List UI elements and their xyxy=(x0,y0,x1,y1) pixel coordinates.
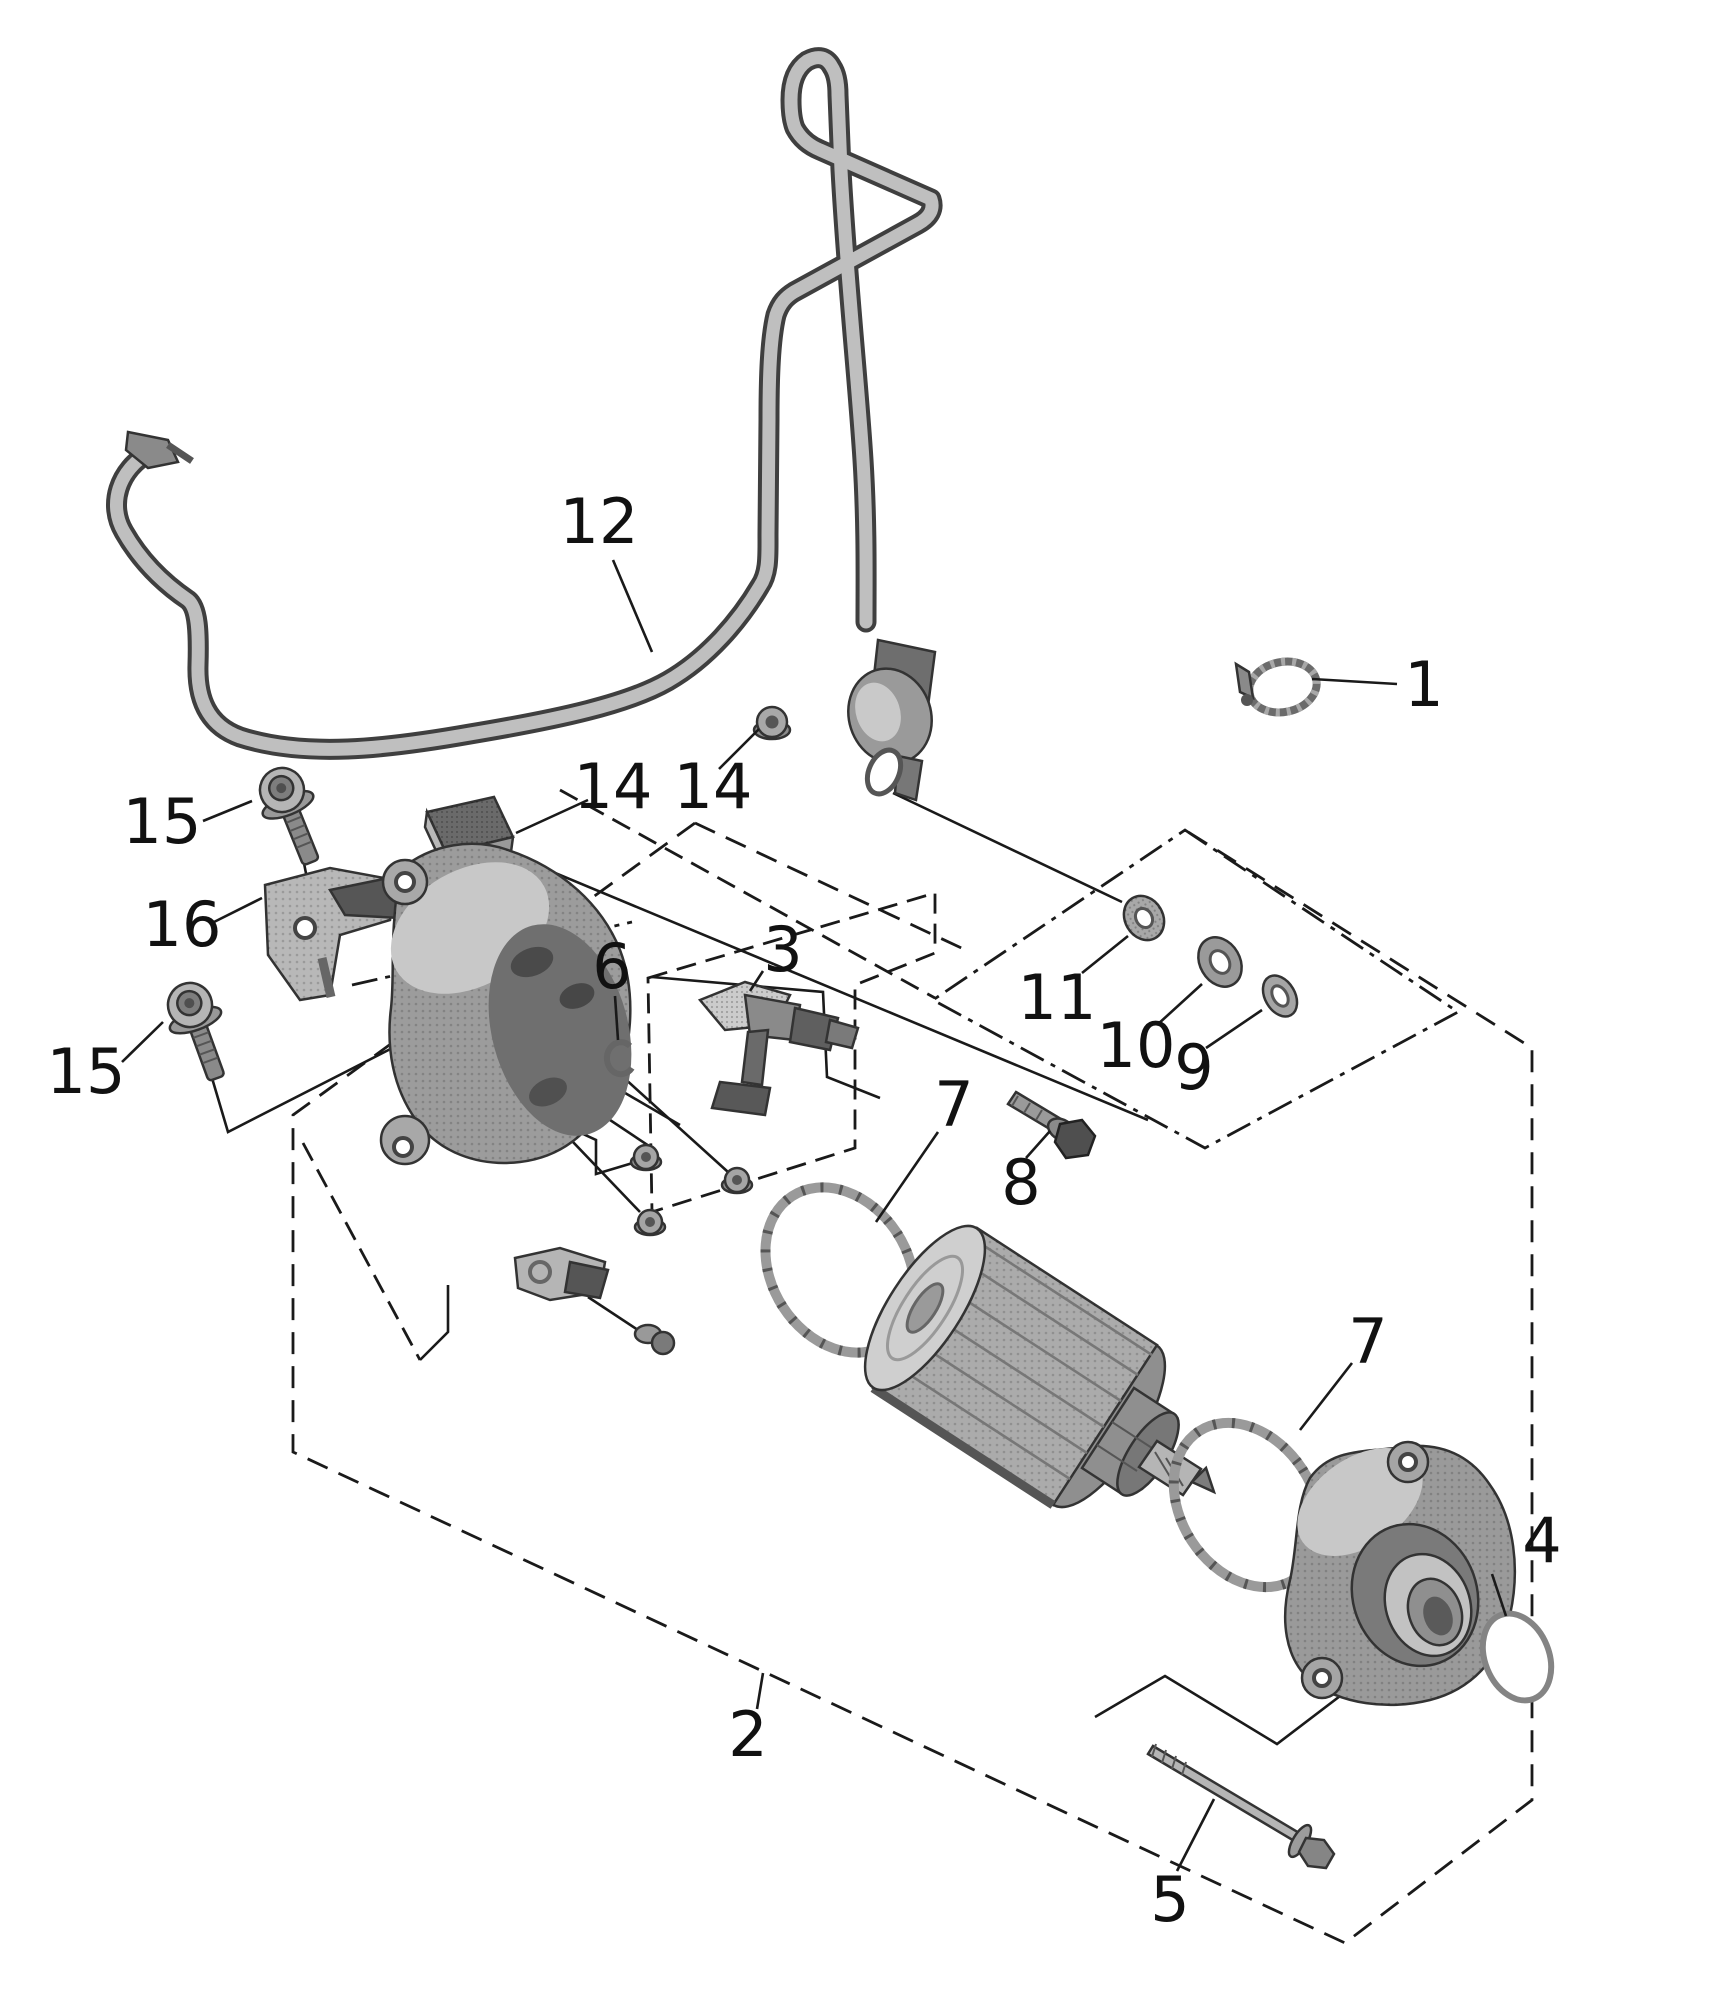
callout-14b: 14 xyxy=(674,728,760,823)
terminal-nut-11 xyxy=(1122,894,1166,942)
callout-4-number: 4 xyxy=(1522,1504,1561,1577)
callout-1: 1 xyxy=(1311,648,1444,721)
terminal-cover-pad xyxy=(423,795,515,873)
flange-bolt-lower xyxy=(166,981,225,1082)
callout-6: 6 xyxy=(592,930,632,1041)
rear-cover xyxy=(379,842,632,1166)
callout-14b-number: 14 xyxy=(674,750,753,823)
callout-2: 2 xyxy=(728,1672,768,1771)
callouts: 1 2 3 4 5 6 7 7 xyxy=(47,485,1562,1936)
callout-1-number: 1 xyxy=(1404,648,1443,721)
flange-bolt-upper xyxy=(258,766,320,866)
armature-shaft xyxy=(1137,1439,1217,1497)
callout-12-number: 12 xyxy=(560,485,639,558)
callout-2-number: 2 xyxy=(728,1698,767,1771)
callout-11-number: 11 xyxy=(1018,961,1097,1034)
callout-14a: 14 xyxy=(515,750,653,835)
callout-15a: 15 xyxy=(123,785,253,858)
callout-7b-number: 7 xyxy=(1348,1305,1387,1378)
callout-16-number: 16 xyxy=(143,888,222,961)
through-bolt xyxy=(1146,1743,1336,1870)
callout-15b-number: 15 xyxy=(47,1035,126,1108)
washer-10 xyxy=(1197,936,1243,988)
terminal-kit-boundary-box xyxy=(930,828,1461,1150)
brush-terminal-nuts xyxy=(629,1143,754,1237)
callout-10: 10 xyxy=(1097,983,1203,1082)
front-bracket xyxy=(1284,1440,1517,1707)
callout-3: 3 xyxy=(748,913,803,992)
callout-12: 12 xyxy=(560,485,654,653)
callout-15a-number: 15 xyxy=(123,785,202,858)
o-ring-small xyxy=(1479,1610,1555,1704)
cable-holder-bracket xyxy=(263,866,435,1002)
starter-cable xyxy=(106,47,943,802)
brush-spring-assembly xyxy=(513,1246,610,1302)
callout-15b: 15 xyxy=(47,1021,164,1108)
cable-end-nut xyxy=(752,705,792,741)
callout-14a-number: 14 xyxy=(574,750,653,823)
assembly-boundary-box-2 xyxy=(291,788,1534,1945)
washer-9 xyxy=(1261,974,1299,1018)
callout-3-number: 3 xyxy=(763,913,802,986)
armature xyxy=(863,1224,1217,1509)
callout-8: 8 xyxy=(1001,1130,1051,1219)
callout-16: 16 xyxy=(143,888,263,961)
callout-7a: 7 xyxy=(874,1068,974,1223)
brush-holder-bolt xyxy=(633,1323,676,1356)
callout-9-number: 9 xyxy=(1174,1031,1213,1104)
callout-9: 9 xyxy=(1174,1008,1263,1104)
callout-5-number: 5 xyxy=(1150,1863,1189,1936)
callout-11: 11 xyxy=(1018,934,1129,1034)
terminal-bolt xyxy=(1006,1090,1097,1160)
wire-clamp xyxy=(1234,657,1321,717)
callout-10-number: 10 xyxy=(1097,1009,1176,1082)
callout-5: 5 xyxy=(1150,1798,1216,1936)
retaining-clip xyxy=(603,1039,635,1078)
callout-7a-number: 7 xyxy=(934,1068,973,1141)
brush-set xyxy=(697,980,860,1117)
ring-terminal xyxy=(864,747,904,797)
callout-6-number: 6 xyxy=(592,930,631,1003)
cable-end-fitting xyxy=(124,430,194,470)
callout-7b: 7 xyxy=(1298,1305,1388,1431)
callout-4: 4 xyxy=(1490,1504,1562,1617)
cable-terminal-boot xyxy=(847,638,937,802)
callout-8-number: 8 xyxy=(1001,1146,1040,1219)
